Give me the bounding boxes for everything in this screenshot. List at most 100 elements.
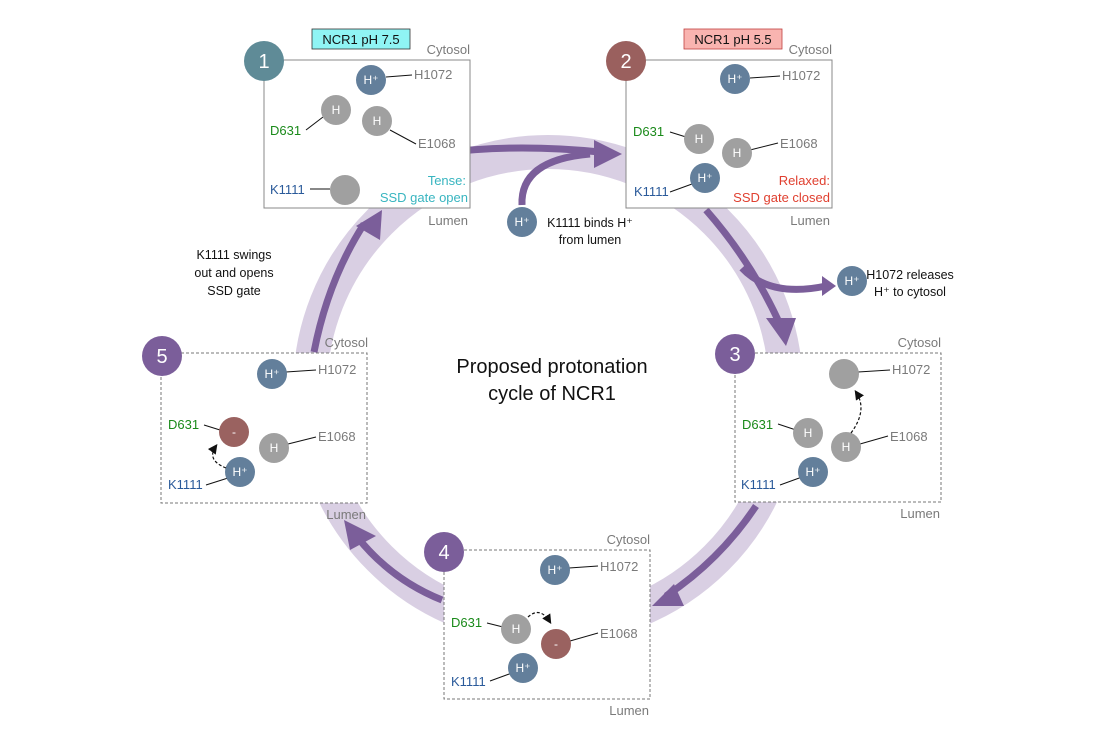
d631-label: D631: [742, 417, 773, 432]
e1068-residue: [831, 432, 861, 462]
diagram-title-line1: Proposed protonation: [456, 356, 647, 378]
annotation-line: H1072 releases: [866, 268, 954, 282]
k1111-label: K1111: [634, 184, 669, 199]
step-number: 3: [729, 344, 740, 366]
residue-charge: H: [733, 146, 742, 160]
residue-charge: H: [695, 132, 704, 146]
d631-residue: [793, 418, 823, 448]
residue-charge: H⁺: [364, 73, 379, 87]
residue-charge: H: [804, 426, 813, 440]
lumen-label: Lumen: [609, 703, 649, 718]
h1072-label: H1072: [600, 559, 638, 574]
k1111-label: K1111: [270, 182, 305, 197]
arrow-3-to-4: [664, 504, 759, 599]
residue-charge: H⁺: [698, 171, 713, 185]
cytosol-label: Cytosol: [427, 42, 470, 57]
k1111-residue: [508, 653, 538, 683]
annotation-k1111-swings: K1111 swings out and opens SSD gate: [194, 248, 273, 298]
d631-residue: [501, 614, 531, 644]
residue-charge: H: [512, 622, 521, 636]
k1111-label: K1111: [451, 674, 486, 689]
annotation-line: K1111 binds H⁺: [547, 216, 633, 230]
h1072-label: H1072: [318, 362, 356, 377]
arrow-5-to-1: [310, 222, 367, 353]
annotation-line: K1111 swings: [196, 248, 271, 262]
lumen-label: Lumen: [900, 506, 940, 521]
cytosol-label: Cytosol: [607, 532, 650, 547]
state-label: SSD gate open: [380, 190, 468, 205]
residue-charge: H⁺: [233, 465, 248, 479]
step-number: 2: [620, 51, 631, 73]
h1072-label: H1072: [782, 68, 820, 83]
step-badge: [606, 41, 646, 81]
k1111-label: K1111: [168, 477, 203, 492]
d631-residue: [684, 124, 714, 154]
step-badge: [715, 334, 755, 374]
state-5-panel: Cytosol Lumen 5 H⁺ H1072 - D631 H E1068 …: [142, 335, 368, 522]
cytosol-label: Cytosol: [325, 335, 368, 350]
hplus-ion: [837, 266, 867, 296]
d631-residue: [321, 95, 351, 125]
annotation-line: H⁺ to cytosol: [874, 285, 946, 299]
hplus-glyph: H⁺: [845, 274, 860, 288]
d631-residue: [219, 417, 249, 447]
k1111-label: K1111: [741, 477, 776, 492]
arrow-4-to-5: [355, 535, 444, 604]
residue-charge: -: [554, 637, 558, 651]
d631-label: D631: [270, 123, 301, 138]
k1111-residue: [330, 175, 360, 205]
e1068-label: E1068: [600, 626, 638, 641]
cytosol-label: Cytosol: [898, 335, 941, 350]
e1068-label: E1068: [418, 136, 456, 151]
residue-charge: H⁺: [548, 563, 563, 577]
state-4-panel: Cytosol Lumen 4 H⁺ H1072 H D631 - E1068 …: [424, 532, 651, 718]
d631-label: D631: [633, 124, 664, 139]
arrowhead-4-5: [344, 520, 376, 550]
arrowhead-5-1: [356, 210, 382, 240]
state-label: Relaxed:: [779, 173, 830, 188]
annotation-line: out and opens: [194, 266, 273, 280]
residue-charge: -: [232, 425, 236, 439]
h1072-residue: [720, 64, 750, 94]
e1068-label: E1068: [318, 429, 356, 444]
h1072-residue: [829, 359, 859, 389]
e1068-residue: [541, 629, 571, 659]
e1068-residue: [259, 433, 289, 463]
proton-transfer-arrow: [527, 611, 552, 625]
residue-charge: H⁺: [265, 367, 280, 381]
e1068-label: E1068: [780, 136, 818, 151]
hplus-glyph: H⁺: [515, 215, 530, 229]
lumen-label: Lumen: [428, 213, 468, 228]
e1068-residue: [362, 106, 392, 136]
cycle-arrows: [310, 144, 827, 604]
h1072-residue: [257, 359, 287, 389]
step-badge: [244, 41, 284, 81]
arrow-2-to-3: [703, 207, 782, 322]
arrowhead-2-3: [766, 318, 796, 346]
arrowhead-1-2: [594, 140, 622, 168]
lumen-label: Lumen: [790, 213, 830, 228]
h1072-label: H1072: [414, 67, 452, 82]
step-number: 4: [438, 542, 449, 564]
step-number: 1: [258, 51, 269, 73]
step-badge: [142, 336, 182, 376]
h1072-residue: [540, 555, 570, 585]
k1111-residue: [798, 457, 828, 487]
h1072-residue: [356, 65, 386, 95]
h1072-label: H1072: [892, 362, 930, 377]
residue-charge: H⁺: [806, 465, 821, 479]
state-1-panel: NCR1 pH 7.5 Cytosol Lumen 1 H⁺ H1072 H D…: [244, 28, 471, 228]
cytosol-label: Cytosol: [789, 42, 832, 57]
ph-tag-box: [683, 28, 783, 50]
k1111-residue: [690, 163, 720, 193]
ph-tag: NCR1 pH 7.5: [322, 32, 399, 47]
annotation-line: SSD gate: [207, 284, 261, 298]
step-badge: [424, 532, 464, 572]
residue-charge: H: [332, 103, 341, 117]
e1068-residue: [722, 138, 752, 168]
k1111-residue: [225, 457, 255, 487]
residue-charge: H⁺: [516, 661, 531, 675]
annotation-line: from lumen: [559, 233, 622, 247]
hplus-ion: [507, 207, 537, 237]
